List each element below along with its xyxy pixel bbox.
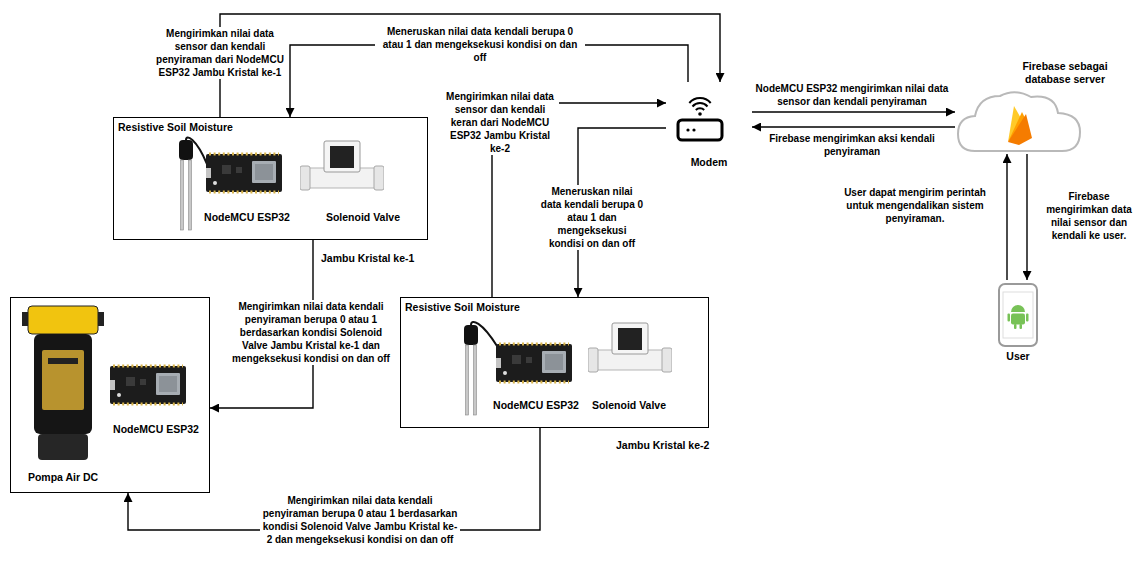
soil-moisture-sensor: [464, 325, 478, 415]
node-text: NodeMCU ESP32: [493, 399, 579, 412]
edge-label: Mengirimkan nilai data sensor dan kendal…: [441, 90, 559, 155]
esp32-board: [206, 154, 282, 192]
node-text: Pompa Air DC: [28, 471, 98, 484]
node-text: Jambu Kristal ke-1: [321, 252, 414, 265]
pump-motor: [38, 434, 88, 460]
connector-arrow: [1026, 154, 1027, 280]
solenoid-valve: [588, 323, 672, 372]
wifi-dot: [698, 112, 702, 116]
edge-label: Firebase mengirimkan data nilai sensor d…: [1037, 190, 1141, 242]
node-text: NodeMCU ESP32: [204, 211, 290, 224]
node-text: Resistive Soil Moisture: [118, 121, 233, 134]
edge-label: Firebase mengirimkan aksi kendali penyir…: [767, 132, 937, 158]
phone-screen: [1003, 292, 1033, 338]
node-text: Jambu Kristal ke-2: [616, 439, 709, 452]
device-box: Resistive Soil MoistureNodeMCU ESP32 Sole…: [400, 297, 709, 428]
connector-group: [128, 14, 1027, 530]
edge-label: Meneruskan nilai data kendali berupa 0 a…: [375, 25, 585, 64]
esp32-board: [110, 366, 186, 404]
wifi-arc: [693, 103, 708, 106]
edge-label: Mengirimkan nilai data kendali penyirama…: [225, 300, 397, 365]
android-head: [1011, 305, 1025, 312]
wifi-arc: [689, 98, 710, 103]
android-leg: [1014, 324, 1017, 329]
firebase-flame: [1008, 114, 1032, 145]
modem-light: [692, 128, 695, 131]
connector-arrow: [752, 111, 955, 112]
pump-body: [34, 334, 92, 434]
edge-label: User dapat mengirim perintah untuk menge…: [833, 186, 997, 225]
solenoid-valve: [300, 141, 384, 190]
pump-label-band: [48, 358, 78, 364]
pump-label-plate: [42, 350, 84, 410]
android-arm: [1026, 314, 1029, 322]
cloud-node: Firebase sebagai database server: [955, 60, 1125, 154]
android-arm: [1008, 314, 1011, 322]
modem-icon: [678, 120, 722, 140]
node-text: NodeMCU ESP32: [113, 423, 199, 436]
cloud-shape: [958, 92, 1080, 151]
node-text: Solenoid Valve: [592, 399, 666, 412]
edge-label: Mengirimkan nilai data kendali penyirama…: [260, 494, 460, 546]
edge-label: Mengirimkan nilai data sensor dan kendal…: [154, 27, 286, 79]
edge-label: NodeMCU ESP32 mengirimkan nilai data sen…: [742, 82, 962, 108]
edge-label: Meneruskan nilai data kendali berupa 0 a…: [538, 185, 646, 250]
node-text: Firebase sebagai database server: [1009, 60, 1121, 86]
pump-head: [28, 306, 98, 334]
user-node: User: [985, 280, 1051, 366]
android-body: [1011, 314, 1025, 325]
node-text: Modem: [691, 156, 728, 169]
pump-box: Pompa Air DC NodeMCU ESP32: [10, 297, 210, 493]
node-text: Resistive Soil Moisture: [405, 301, 520, 314]
modem-light: [686, 128, 689, 131]
node-text: Solenoid Valve: [326, 211, 400, 224]
android-leg: [1020, 324, 1023, 329]
soil-moisture-sensor: [179, 140, 193, 230]
node-text: User: [1006, 350, 1029, 363]
wifi-arc: [696, 108, 704, 110]
esp32-board: [496, 344, 572, 382]
connector-arrow: [752, 126, 955, 127]
modem-node: Modem: [666, 82, 752, 174]
device-box: Resistive Soil MoistureNodeMCU ESP32 Sole…: [113, 117, 428, 240]
connector-arrow: [1006, 154, 1007, 280]
phone-icon: [999, 284, 1037, 346]
